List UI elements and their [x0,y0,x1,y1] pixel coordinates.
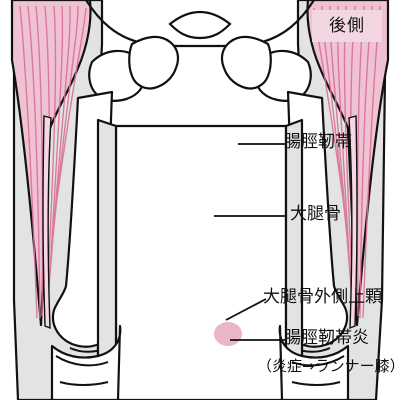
leader-lines [214,143,286,341]
left-knee [50,324,122,400]
label-syndrome-note: （炎症→ランナー膝） [257,357,400,375]
right-knee [278,324,350,400]
right-itb-stripe [348,115,358,330]
leader-line-epicondyle [225,298,267,321]
label-iliotibial-band: 腸脛靭帯 [284,132,352,152]
label-femur: 大腿骨 [290,204,341,224]
left-muscle-fibers [19,5,87,319]
view-label-badge: 後側 [312,10,382,42]
left-itb-stripe [42,115,52,330]
label-lateral-epicondyle: 大腿骨外側上顆 [263,287,382,307]
right-gluteal-muscle [306,0,390,327]
inflammation-highlight [214,322,242,346]
right-inner-thigh [284,118,304,400]
pelvis-bones [85,0,315,102]
left-inner-thigh [96,118,118,400]
label-iliotibial-band-syndrome: 腸脛靭帯炎 [284,328,369,348]
